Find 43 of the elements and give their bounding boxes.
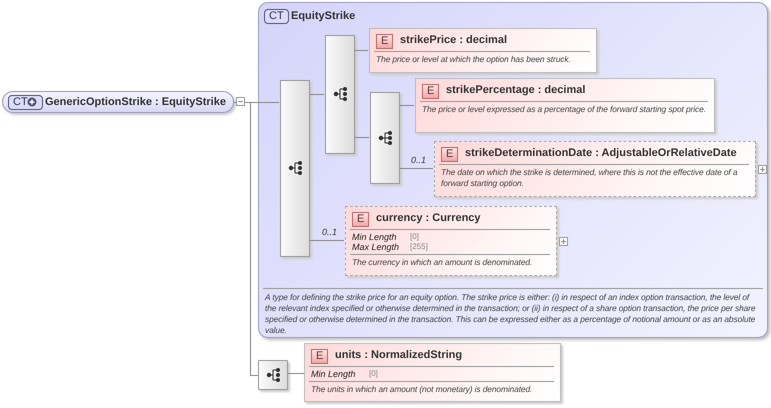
- element-name: strikeDeterminationDate : AdjustableOrRelativeDate: [465, 146, 737, 160]
- type-tag: E: [422, 84, 440, 99]
- element-name: strikePercentage : decimal: [446, 83, 586, 97]
- facet-name: Min Length: [311, 369, 356, 379]
- connector-line: [308, 94, 324, 95]
- description-text: The price or level at which the option has been struck.: [376, 54, 572, 65]
- connector-line: [354, 137, 370, 138]
- element-name: strikePrice : decimal: [400, 33, 508, 47]
- complex-type-box: [2, 91, 234, 113]
- description-text: The price or level expressed as a percentage of the forward starting spot price.: [422, 104, 706, 115]
- compositor-bar: [325, 35, 355, 154]
- connector-line: [354, 50, 368, 51]
- element-name: units : NormalizedString: [335, 348, 462, 362]
- type-name: EquityStrike: [291, 9, 356, 23]
- facet-value: [0]: [369, 369, 378, 379]
- type-tag: E: [352, 212, 370, 227]
- type-tag: E: [441, 147, 458, 162]
- facet-value: [255]: [410, 242, 428, 252]
- type-tag: E: [376, 34, 394, 49]
- description-text: The units in which an amount (not monetary) is denominated.: [311, 384, 534, 395]
- type-tag: CT: [264, 9, 289, 24]
- multiplicity-label: 0..1: [322, 226, 338, 236]
- connector-line: [288, 373, 304, 374]
- description-text: A type for defining the strike price for an equity option. The strike price is either: (i) in respect of an index option transaction, the level of the relevant index specified or otherwise determined in the transaction; or (ii) in respect of a share option transaction, the price per share specified or otherwise determined in the transaction. This can be expressed either as a percentage of notional amount or as an absolute value.: [265, 292, 756, 336]
- facet-name: Min Length: [352, 232, 397, 242]
- element-box: [415, 78, 715, 133]
- multiplicity-label: 0..1: [411, 154, 426, 164]
- element-box: [304, 343, 561, 402]
- compositor-bar: [370, 92, 400, 184]
- facet-name: Max Length: [352, 242, 400, 252]
- type-tag: E: [311, 349, 328, 364]
- compositor-box: [258, 360, 288, 390]
- complex-type-panel: [258, 2, 768, 338]
- description-text: The date on which the strike is determined, where this is not the effective date of a forward starting option.: [441, 167, 738, 189]
- element-box: [369, 28, 597, 73]
- facet-value: [0]: [410, 232, 419, 242]
- element-name: currency : Currency: [376, 211, 481, 225]
- compositor-bar: [280, 80, 310, 257]
- connector-line: [398, 168, 434, 169]
- connector-line: [308, 240, 344, 241]
- type-name: GenericOptionStrike : EquityStrike: [45, 95, 226, 109]
- connector-line: [398, 105, 414, 106]
- description-text: The currency in which an amount is denominated.: [352, 257, 534, 268]
